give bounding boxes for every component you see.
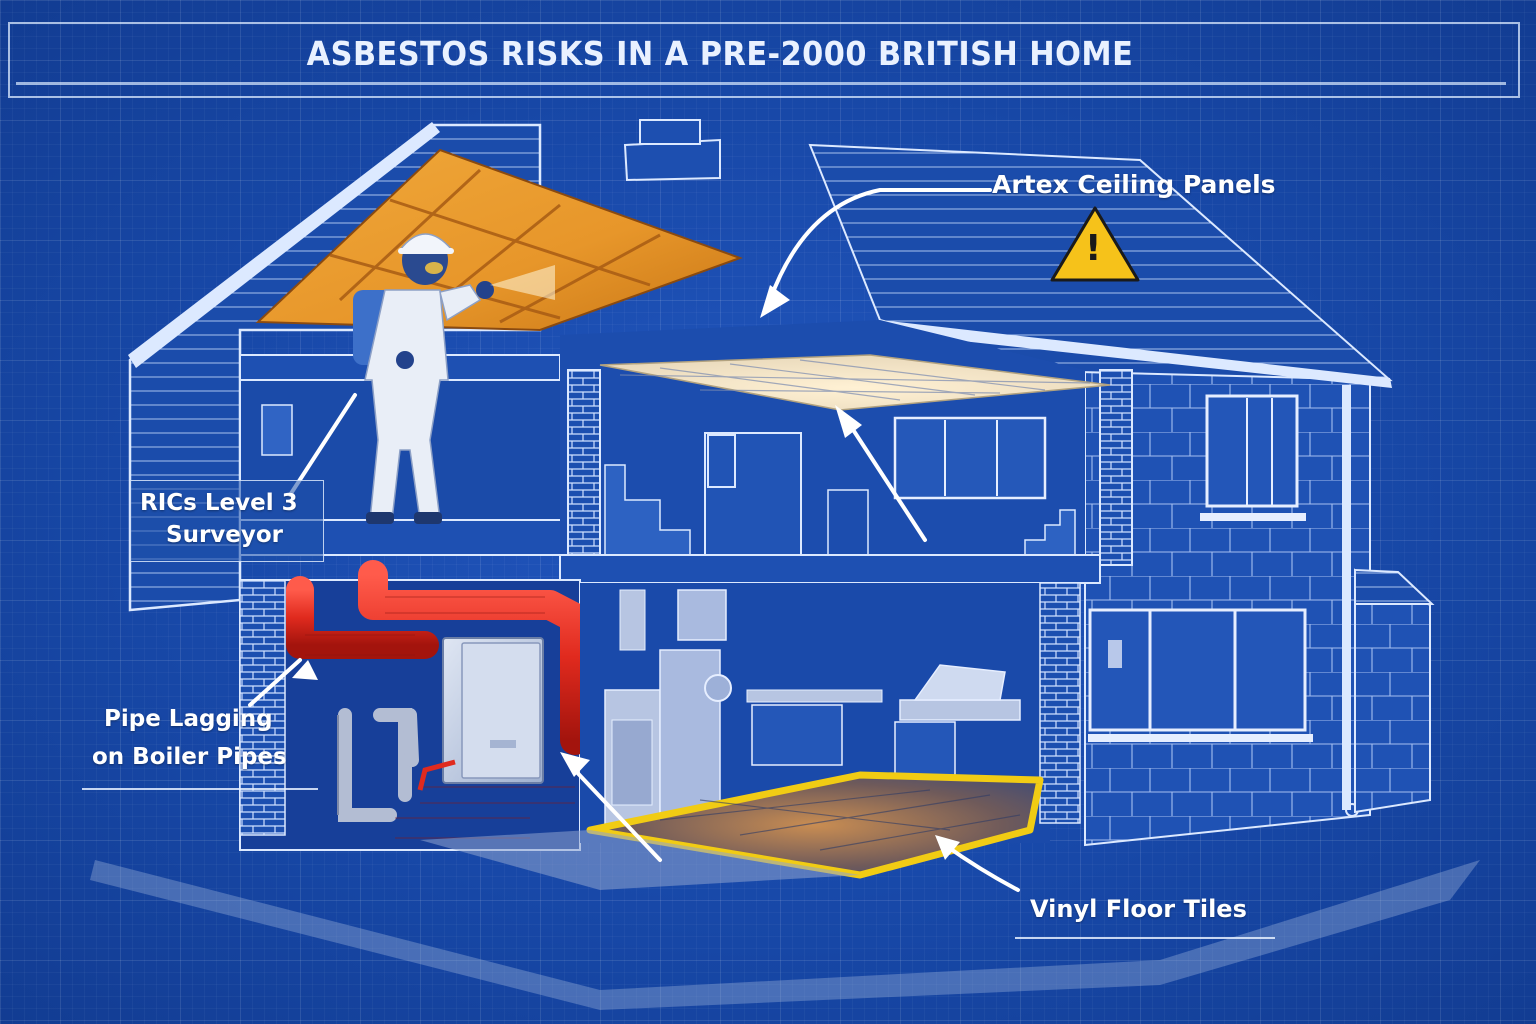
warning-exclamation: !	[1085, 228, 1102, 269]
callout-vinyl-underline	[1015, 937, 1275, 939]
callout-surveyor-line2: Surveyor	[166, 522, 284, 548]
callout-pipe-lagging-underline	[82, 788, 318, 790]
warning-triangle-icon	[1050, 206, 1140, 282]
surveyor-figure	[353, 233, 555, 524]
title-frame	[8, 22, 1520, 98]
callout-surveyor-line1: RICs Level 3	[140, 490, 298, 516]
title-underline	[16, 82, 1506, 85]
callout-pipe-lagging-line1: Pipe Lagging	[104, 706, 273, 732]
callout-surveyor-box	[130, 480, 324, 562]
callout-artex-ceiling-panels: Artex Ceiling Panels	[992, 170, 1276, 199]
callout-pipe-lagging-line2: on Boiler Pipes	[92, 744, 287, 770]
callout-vinyl-floor-tiles: Vinyl Floor Tiles	[1030, 895, 1247, 923]
page-title: ASBESTOS RISKS IN A PRE-2000 BRITISH HOM…	[306, 34, 1134, 73]
